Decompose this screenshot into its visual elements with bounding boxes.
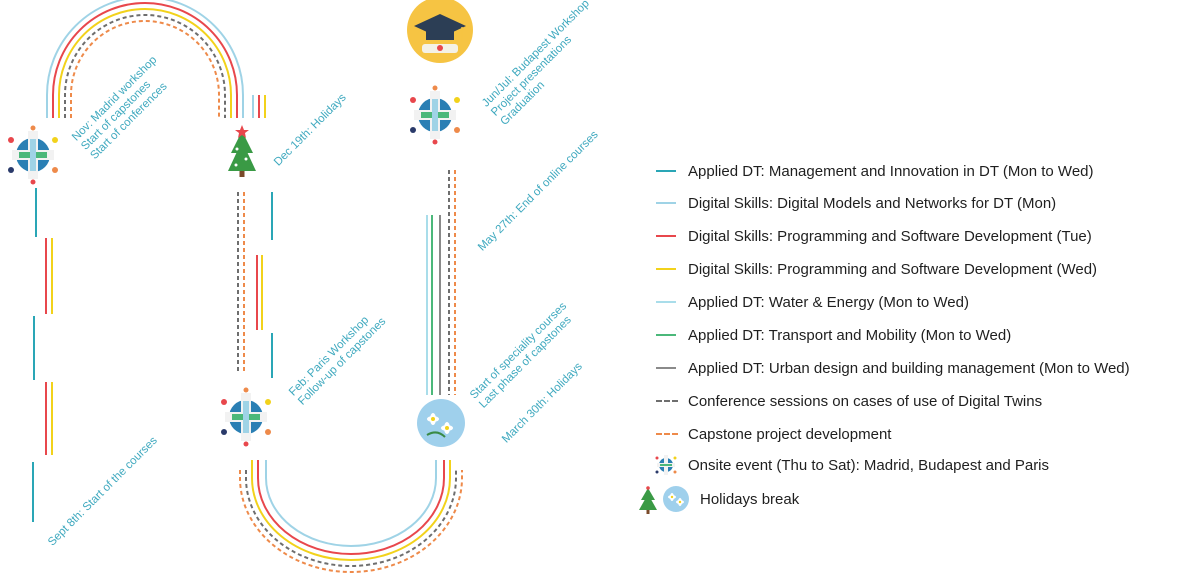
legend-label: Conference sessions on cases of use of D… <box>688 392 1043 410</box>
legend-swatch <box>640 226 688 246</box>
legend-label: Digital Skills: Programming and Software… <box>688 260 1098 278</box>
paris-event-icon <box>221 387 271 447</box>
legend-item-management: Applied DT: Management and Innovation in… <box>640 156 1200 186</box>
column-1-tracks <box>32 188 53 522</box>
column-3-tracks <box>426 170 456 395</box>
onsite-event-icon <box>655 454 677 476</box>
flower-icon <box>663 486 689 512</box>
legend-swatch <box>640 424 688 444</box>
legend-item-transport: Applied DT: Transport and Mobility (Mon … <box>640 320 1200 350</box>
legend-swatch <box>640 161 688 181</box>
legend-item-prog-tue: Digital Skills: Programming and Software… <box>640 221 1200 251</box>
legend-item-capstone: Capstone project development <box>640 419 1200 449</box>
legend-swatch <box>640 259 688 279</box>
budapest-event-icon <box>410 85 460 145</box>
madrid-event-icon <box>8 125 58 185</box>
legend-label: Digital Skills: Programming and Software… <box>688 227 1092 245</box>
christmas-tree-icon <box>639 486 657 514</box>
graduation-cap-icon <box>407 0 473 63</box>
legend-label: Digital Skills: Digital Models and Netwo… <box>688 194 1057 212</box>
legend-item-water: Applied DT: Water & Energy (Mon to Wed) <box>640 287 1200 317</box>
legend-label: Applied DT: Urban design and building ma… <box>688 359 1130 377</box>
legend-swatch <box>640 193 688 213</box>
legend-label: Applied DT: Transport and Mobility (Mon … <box>688 326 1012 344</box>
holiday-icons <box>639 486 689 514</box>
legend-swatch <box>640 391 688 411</box>
column-2-tracks <box>237 192 273 378</box>
christmas-tree-icon <box>228 125 256 177</box>
legend-swatch <box>639 486 696 514</box>
legend-item-onsite-event: Onsite event (Thu to Sat): Madrid, Budap… <box>640 450 1200 480</box>
top-arc-right <box>252 95 266 118</box>
legend-swatch <box>640 454 688 476</box>
legend-swatch <box>640 292 688 312</box>
legend-label: Onsite event (Thu to Sat): Madrid, Budap… <box>688 456 1050 474</box>
legend-label: Holidays break <box>700 490 800 508</box>
legend-label: Applied DT: Management and Innovation in… <box>688 162 1094 180</box>
legend-item-prog-wed: Digital Skills: Programming and Software… <box>640 254 1200 284</box>
legend-item-holidays: Holidays break <box>639 484 1200 514</box>
legend-item-conference: Conference sessions on cases of use of D… <box>640 386 1200 416</box>
legend-item-urban: Applied DT: Urban design and building ma… <box>640 353 1200 383</box>
legend-swatch <box>640 325 688 345</box>
legend-item-digital-models: Digital Skills: Digital Models and Netwo… <box>640 188 1200 218</box>
top-arc-tracks <box>46 0 244 118</box>
legend-label: Applied DT: Water & Energy (Mon to Wed) <box>688 293 969 311</box>
flower-holiday-icon <box>417 399 465 447</box>
bottom-arc-tracks <box>239 460 463 573</box>
legend-label: Capstone project development <box>688 425 892 443</box>
legend-swatch <box>640 358 688 378</box>
